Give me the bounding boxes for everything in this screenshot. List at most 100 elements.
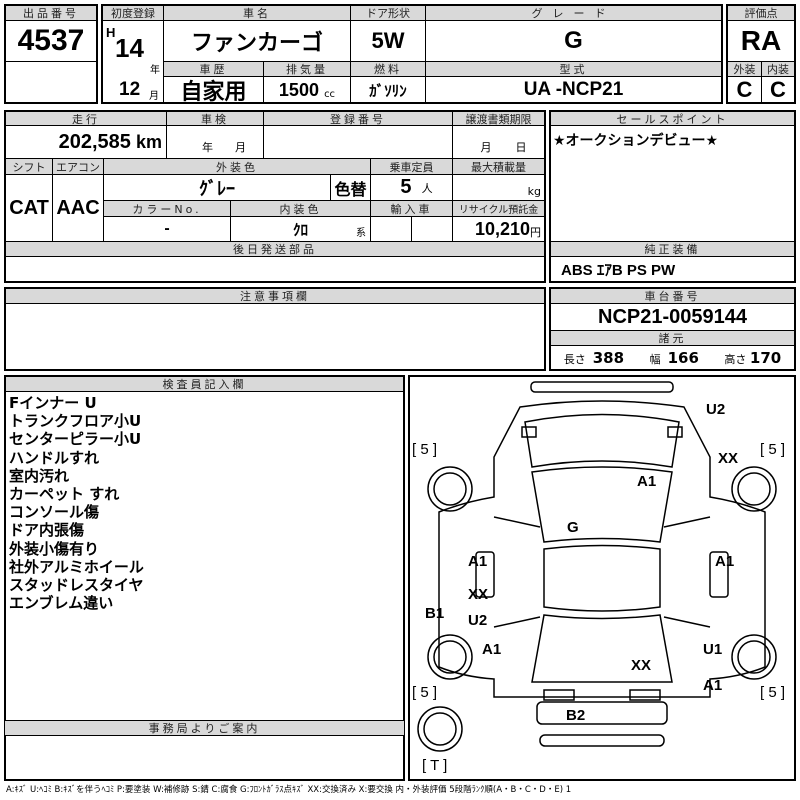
spare-tire: [ T ] [422,757,448,774]
km-unit: km [135,131,162,152]
color-no-label: カラーNo. [103,200,231,217]
specs-label: 諸元 [550,330,795,346]
car-name: ファンカーゴ [163,20,351,62]
damage-mark: B1 [425,605,445,622]
later-parts-label: 後日発送部品 [5,241,545,257]
ext-color-label: 外装色 [103,158,371,175]
length-label: 長さ [563,352,586,366]
shift: CAT [5,174,53,242]
int-color-label: 内装色 [230,200,371,217]
damage-mark: A1 [468,553,488,570]
model-label: 型式 [425,61,722,77]
inspection-cell: 年月 [166,125,264,159]
damage-mark: A1 [703,677,723,694]
transfer-day-unit: 日 [515,141,527,154]
inspector-label: 検査員記入欄 [5,376,404,392]
inspector-line: 社外アルミホイール [9,557,144,576]
history: 自家用 [163,76,264,104]
equipment: ABS ｴｱB PS PW [550,256,795,282]
inspector-line: カーペット すれ [9,485,120,504]
inspector-line: センターピラー小U [9,430,142,449]
ac: AAC [52,174,104,242]
tire-tread-fl: [ 5 ] [412,441,438,458]
reg-month: 12 [119,79,141,100]
inspection-label: 車検 [166,111,264,126]
ext-score-label: 外装 [727,61,762,77]
tire-tread-rl: [ 5 ] [412,684,438,701]
door-type: 5W [350,20,426,62]
int-score-label: 内装 [761,61,795,77]
tire-tread-rr: [ 5 ] [760,684,786,701]
ext-score: C [727,76,762,104]
era: H [106,25,116,40]
inspection-year-unit: 年 [202,141,213,154]
grade-label: グレード [425,5,722,21]
cc-unit: cc [324,88,336,100]
door-label: ドア形状 [350,5,426,21]
sales-point-label: セールスポイント [550,111,795,126]
specs-row: 長さ 388 幅 166 高さ 170 [550,345,795,370]
ac-label: エアコン [52,158,104,175]
kg-unit: kg [527,185,541,198]
inspector-line: エンブレム違い [9,594,114,613]
first-reg-cell: H 14 年 12 月 [102,20,164,104]
damage-mark: U1 [703,641,723,658]
car-outline [417,381,777,752]
score: RA [727,20,795,62]
reg-year: 14 [115,33,144,63]
inspector-line: トランクフロア小U [9,412,142,431]
legend: A:ｷｽﾞ U:ﾍｺﾐ B:ｷｽﾞを伴うﾍｺﾐ P:要塗装 W:補修跡 S:錆 … [6,785,572,795]
int-color-cell: ｸﾛ 系 [230,216,371,242]
int-color: ｸﾛ [292,221,308,239]
recycle-fee: 10,210 [474,218,530,239]
width: 166 [667,348,699,367]
mileage-label: 走行 [5,111,167,126]
transfer-label: 譲渡書類期限 [452,111,545,126]
inspector-line: ドア内張傷 [9,521,85,540]
notes-label: 注意事項欄 [5,288,545,304]
ext-color: ｸﾞﾚｰ [103,174,331,201]
capacity-unit: 人 [421,181,433,195]
inspector-notes: Fインナー U トランクフロア小U センターピラー小U ハンドルすれ 室内汚れ … [9,394,144,612]
lot-number: 4537 [5,20,97,62]
damage-mark: XX [468,586,489,603]
capacity-label: 乗車定員 [370,158,453,175]
car-name-label: 車名 [163,5,351,21]
width-label: 幅 [649,352,661,366]
height-label: 高さ [724,352,747,366]
year-unit: 年 [150,65,160,76]
repaint: 色替 [330,174,371,201]
mileage: 202,585 [58,130,131,153]
import-label: 輸入車 [370,200,453,217]
inspector-line: 室内汚れ [9,466,70,485]
transfer-month-unit: 月 [480,141,492,154]
displacement-cell: 1500 cc [263,76,351,104]
import-cell-b [411,216,453,242]
score-label: 評価点 [727,5,795,21]
max-load-label: 最大積載量 [452,158,545,175]
damage-mark: XX [631,657,652,674]
lot-empty [5,61,97,103]
import-cell-a [370,216,412,242]
grade: G [425,20,722,62]
int-score: C [761,76,795,104]
max-load-cell: kg [452,174,545,201]
mileage-cell: 202,585 km [5,125,167,159]
inspector-line: コンソール傷 [9,503,100,522]
inspector-line: Fインナー U [9,394,97,412]
sales-point: ★オークションデビュー★ [550,125,795,242]
damage-mark: A1 [637,473,657,490]
transfer-cell: 月日 [452,125,545,159]
recycle-label: リサイクル預託金 [452,200,545,217]
length: 388 [592,348,625,367]
damage-mark: G [567,519,579,536]
chassis-number: NCP21-0059144 [550,303,795,331]
yen-unit: 円 [530,226,541,239]
damage-mark: A1 [482,641,502,658]
int-color-suffix: 系 [356,228,366,239]
tire-tread-fr: [ 5 ] [760,441,786,458]
color-no: - [103,216,231,242]
later-parts [5,256,545,282]
inspector-line: スタッドレスタイヤ [9,576,144,595]
